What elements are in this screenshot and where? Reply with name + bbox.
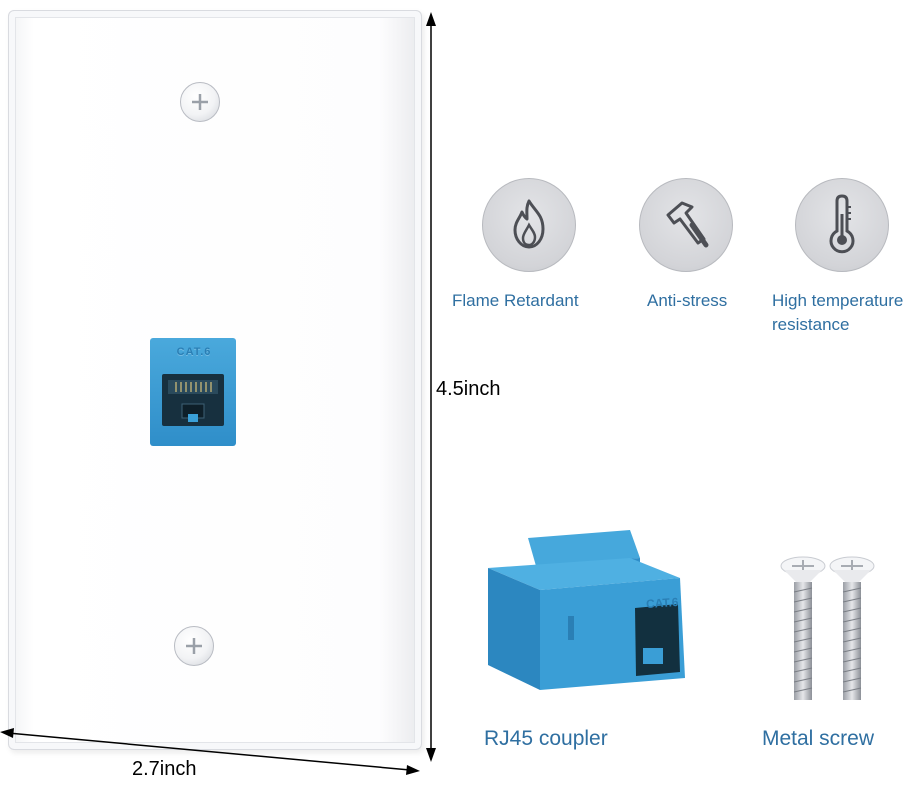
jack-marking: CAT.6	[176, 346, 212, 358]
coupler-marking: CAT.6	[645, 594, 679, 612]
metal-screws-icon	[780, 556, 875, 700]
screw-label: Metal screw	[762, 727, 875, 750]
top-screw-icon	[180, 82, 220, 122]
bottom-screw-icon	[174, 626, 214, 666]
width-dimension-label: 2.7inch	[132, 758, 197, 780]
feature-label-high-temp: High temperature resistance	[772, 289, 903, 337]
feature-label-high-temp-line2: resistance	[772, 315, 850, 334]
flame-icon	[482, 178, 576, 272]
rj45-coupler-icon	[488, 530, 685, 690]
thermometer-icon	[795, 178, 889, 272]
coupler-label: RJ45 coupler	[484, 727, 608, 750]
feature-label-high-temp-line1: High temperature	[772, 291, 904, 310]
hammer-icon	[639, 178, 733, 272]
keystone-jack: CAT.6	[150, 338, 236, 446]
feature-label-flame: Flame Retardant	[452, 291, 579, 310]
rj45-port-icon	[162, 374, 224, 426]
feature-label-anti-stress: Anti-stress	[647, 291, 728, 310]
height-dimension-label: 4.5inch	[436, 378, 501, 400]
